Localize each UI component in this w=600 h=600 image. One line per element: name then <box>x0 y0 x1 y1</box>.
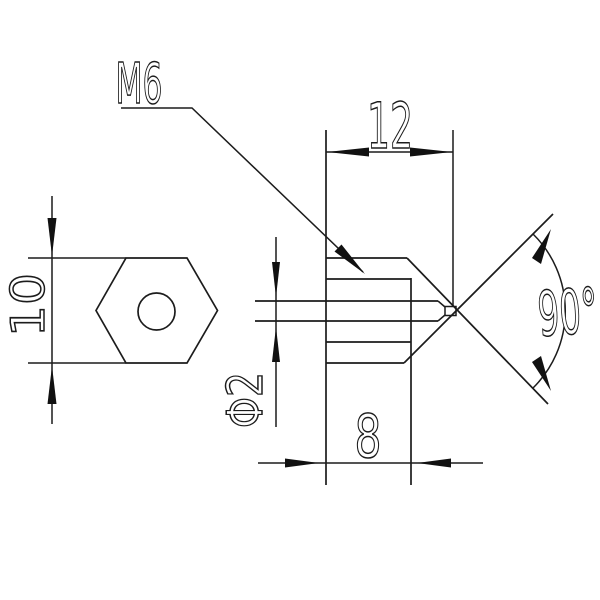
arrowhead-up <box>47 366 57 404</box>
arrowhead-up <box>272 327 280 362</box>
angle-arc <box>532 233 567 389</box>
leader-arrowhead <box>334 244 365 274</box>
dim-8: 8 <box>258 401 483 473</box>
front-view <box>95 257 219 364</box>
dim-label-phi2: Φ2 <box>217 372 274 428</box>
dim-12: 12 <box>326 89 454 306</box>
dim-label-12: 12 <box>367 90 413 163</box>
m6-callout: M6 <box>115 51 365 274</box>
arrowhead-left <box>285 458 319 468</box>
cone-edge-top <box>406 257 549 405</box>
dim-phi2: Φ2 <box>216 237 280 429</box>
arrowhead-down <box>272 262 280 297</box>
dim-10: 10 <box>0 196 126 424</box>
angle-label-90: 90° <box>535 274 600 351</box>
side-view <box>255 130 554 485</box>
angle-90: 90° <box>532 229 600 391</box>
dim-label-10: 10 <box>1 273 55 337</box>
arrowhead-left <box>327 147 369 157</box>
arrowhead-down <box>47 218 57 256</box>
bore-taper-top <box>437 300 446 308</box>
bore-taper-bottom <box>437 314 446 322</box>
arrowhead-right <box>410 147 452 157</box>
arrowhead-lower <box>532 356 551 391</box>
arrowhead-upper <box>532 229 551 264</box>
thread-label-m6: M6 <box>116 52 163 117</box>
arrowhead-right <box>417 458 451 468</box>
dim-label-8: 8 <box>355 402 382 472</box>
bore-circle <box>137 292 176 331</box>
leader-line <box>121 107 364 273</box>
cone-edge-bottom <box>403 213 554 364</box>
hex-outline <box>95 257 219 364</box>
